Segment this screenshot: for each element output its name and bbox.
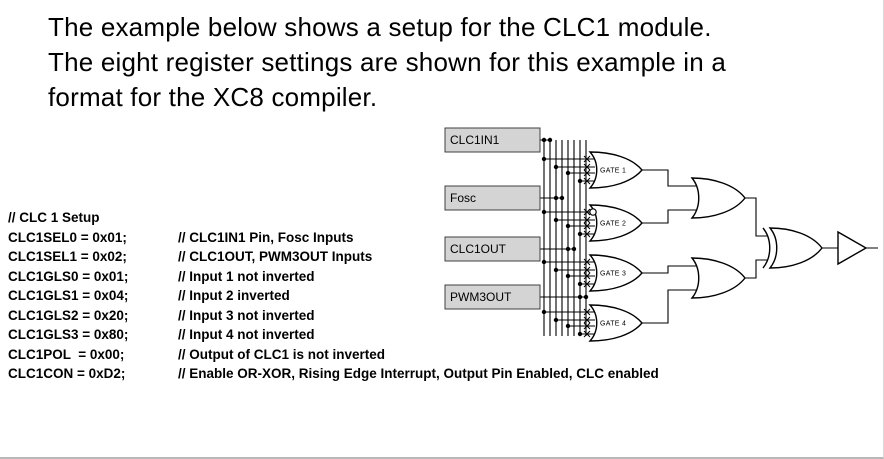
register-assignment: CLC1GLS0 = 0x01; [8, 268, 129, 284]
register-assignment: CLC1SEL0 = 0x01; [8, 229, 127, 245]
page-title: The example below shows a setup for the … [48, 10, 726, 115]
or-gate-2 [588, 204, 643, 242]
title-line-3: format for the XC8 compiler. [48, 82, 378, 112]
register-assignment: CLC1GLS1 = 0x04; [8, 288, 129, 303]
code-line-clc1con: CLC1CON = 0xD2; // Enable OR-XOR, Rising… [8, 364, 659, 384]
register-comment: // CLC1IN1 Pin, Fosc Inputs [178, 229, 354, 245]
output-buffer-triangle [837, 230, 868, 266]
connection-dots [541, 137, 589, 337]
input-connection-lines [540, 139, 586, 298]
or-gate-lower [690, 257, 746, 299]
xor-gate-leading-arc [762, 227, 771, 269]
gate-input-stubs [544, 158, 595, 335]
or-gate-4 [588, 304, 643, 342]
gate-4-label: GATE 4 [600, 321, 626, 328]
gate-3-label: GATE 3 [600, 271, 626, 278]
or-gate-1 [588, 151, 643, 189]
input-box-pwm3out [444, 284, 541, 310]
register-comment: // Enable OR-XOR, Rising Edge Interrupt,… [178, 366, 659, 381]
register-assignment: CLC1CON = 0xD2; [8, 366, 126, 381]
code-line-clc1gls2: CLC1GLS2 = 0x20; // Input 3 not inverted [8, 306, 659, 326]
code-line-clc1pol: CLC1POL = 0x00; // Output of CLC1 is not… [8, 345, 659, 365]
code-line-clc1sel1: CLC1SEL1 = 0x02; // CLC1OUT, PWM3OUT Inp… [8, 247, 659, 267]
code-line-clc1sel0: CLC1SEL0 = 0x01; // CLC1IN1 Pin, Fosc In… [8, 228, 659, 248]
clc-logic-diagram: CLC1IN1 Fosc CLC1OUT PWM3OUT GATE 1 GAT [444, 127, 878, 342]
code-line-clc1gls0: CLC1GLS0 = 0x01; // Input 1 not inverted [8, 267, 659, 287]
register-assignment: CLC1GLS3 = 0x80; [8, 327, 129, 342]
input-label-fosc: Fosc [450, 191, 476, 205]
gate-2-label: GATE 2 [600, 221, 626, 228]
gate-labels: GATE 1 GATE 2 GATE 3 GATE 4 [600, 168, 626, 328]
code-line-clc1gls3: CLC1GLS3 = 0x80; // Input 4 not inverted [8, 325, 659, 345]
gate-2-inversion-bubble [589, 208, 597, 216]
gate-wiring [642, 169, 878, 324]
input-label-clc1out: CLC1OUT [450, 242, 507, 256]
register-comment: // Input 4 not inverted [178, 327, 315, 342]
gate-input-x-marks [583, 155, 591, 338]
code-line-clc1gls1: CLC1GLS1 = 0x04; // Input 2 inverted [8, 286, 659, 306]
xor-gate-body [768, 227, 823, 269]
input-box-fosc [444, 185, 541, 211]
input-label-pwm3out: PWM3OUT [450, 290, 512, 304]
gate-1-label: GATE 1 [600, 168, 626, 175]
register-comment: // Input 3 not inverted [178, 307, 315, 323]
xor-gate [762, 227, 823, 269]
second-stage-or-gates [690, 177, 746, 299]
or-gate-3 [588, 254, 643, 292]
title-line-2: The eight register settings are shown fo… [48, 47, 727, 77]
input-label-clc1in1: CLC1IN1 [450, 133, 500, 147]
data-bus-lines [540, 139, 595, 336]
input-box-clc1out [444, 236, 541, 262]
register-comment: // Output of CLC1 is not inverted [178, 346, 385, 362]
register-assignment: CLC1SEL1 = 0x02; [8, 249, 127, 264]
register-assignment: CLC1POL = 0x00; [8, 346, 125, 362]
code-header-comment: // CLC 1 Setup [8, 210, 100, 225]
input-box-clc1in1 [444, 127, 541, 153]
register-comment: // Input 2 inverted [178, 288, 290, 303]
register-comment: // CLC1OUT, PWM3OUT Inputs [178, 249, 373, 264]
register-comment: // Input 1 not inverted [178, 268, 315, 284]
data-gating-or-gates [588, 151, 643, 342]
code-block: // CLC 1 Setup CLC1SEL0 = 0x01; // CLC1I… [8, 208, 659, 384]
title-line-1: The example below shows a setup for the … [48, 12, 712, 42]
or-gate-upper [690, 177, 746, 219]
input-boxes: CLC1IN1 Fosc CLC1OUT PWM3OUT [444, 127, 541, 310]
register-assignment: CLC1GLS2 = 0x20; [8, 307, 129, 323]
